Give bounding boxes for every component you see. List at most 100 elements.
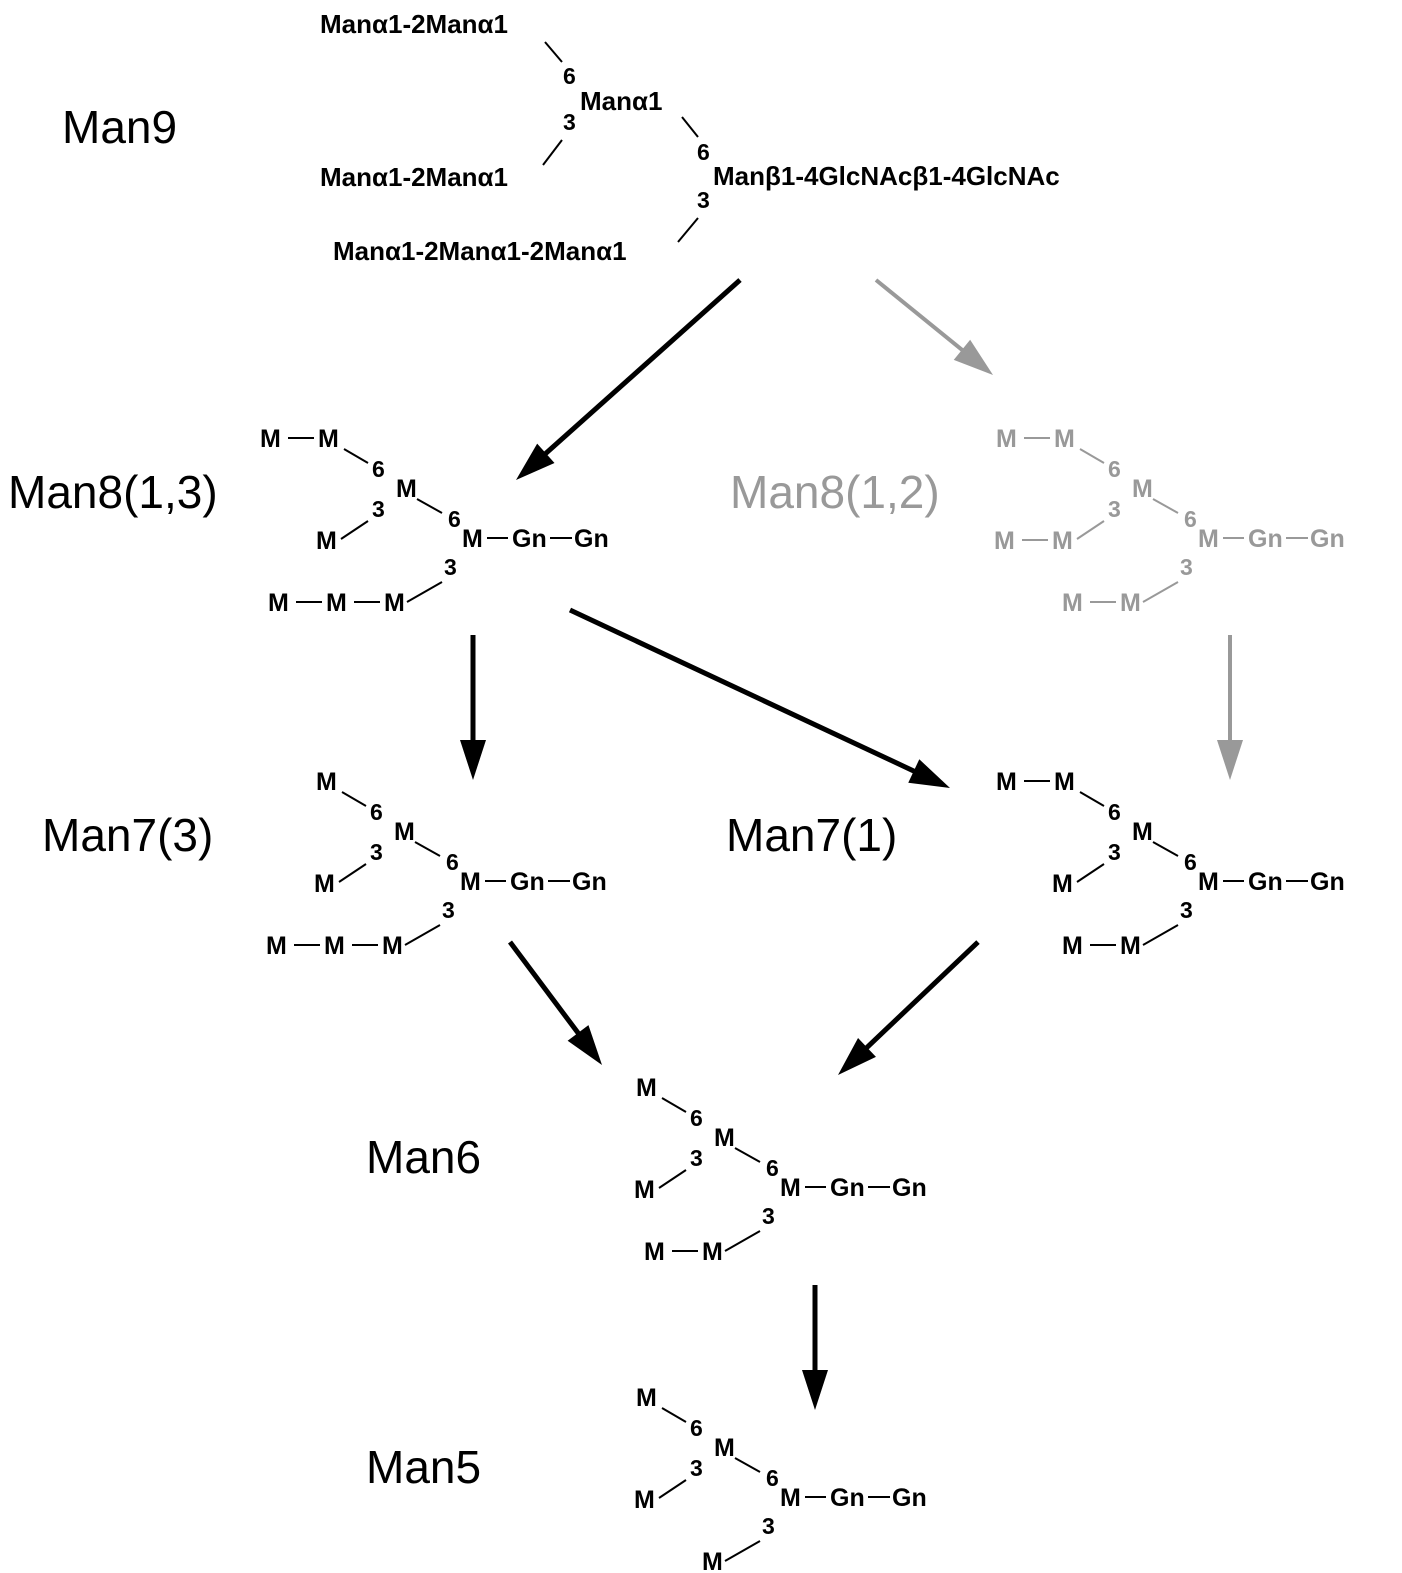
mannose: M	[1120, 589, 1141, 617]
mannose: M	[316, 768, 337, 796]
link-6: 6	[1184, 506, 1197, 532]
man9-link-3b: 3	[697, 187, 710, 213]
mannose-core: M	[780, 1174, 801, 1202]
man9-link-6b: 6	[697, 139, 710, 165]
mannose: M	[1052, 870, 1073, 898]
man9-structure: Manα1-2Manα1 6 Manα1 3 Manα1-2Manα1 6 Ma…	[320, 9, 1060, 266]
bond-line	[416, 498, 443, 514]
man9-bond	[681, 116, 699, 138]
glcnac: Gn	[892, 1174, 927, 1202]
link-3: 3	[690, 1145, 703, 1171]
mannose: M	[382, 932, 403, 960]
mannose-branch: M	[396, 475, 417, 503]
bond-line	[1152, 841, 1179, 857]
glcnac: Gn	[892, 1484, 927, 1512]
glcnac: Gn	[1248, 868, 1283, 896]
bond-line	[734, 1457, 761, 1473]
label-man8-12: Man8(1,2)	[730, 466, 940, 518]
bond-line	[724, 1230, 761, 1252]
man9-core-mannose: Manα1	[580, 86, 662, 116]
glcnac: Gn	[830, 1174, 865, 1202]
arrow-man8-13-to-man7-3	[460, 635, 486, 780]
mannose: M	[326, 589, 347, 617]
man9-link-3a: 3	[563, 109, 576, 135]
bond-line	[661, 1097, 687, 1113]
arrow-man6-to-man5	[802, 1285, 828, 1410]
glcnac: Gn	[512, 525, 547, 553]
link-6: 6	[690, 1415, 703, 1441]
label-man7-1: Man7(1)	[726, 809, 897, 861]
bond-line	[661, 1407, 687, 1423]
link-6: 6	[370, 799, 383, 825]
link-6: 6	[446, 849, 459, 875]
glcnac: Gn	[1310, 525, 1345, 553]
link-6: 6	[690, 1105, 703, 1131]
mannose: M	[994, 527, 1015, 555]
arrow-head	[516, 443, 555, 480]
glcnac: Gn	[1248, 525, 1283, 553]
link-3: 3	[442, 897, 455, 923]
link-3: 3	[690, 1455, 703, 1481]
mannose: M	[1052, 527, 1073, 555]
mannose: M	[636, 1074, 657, 1102]
link-6: 6	[766, 1465, 779, 1491]
mannose-core: M	[460, 868, 481, 896]
arrow-shaft	[568, 607, 919, 775]
mannose: M	[314, 870, 335, 898]
arrow-man7-3-to-man6	[507, 940, 602, 1065]
man9-branch-a: Manα1-2Manα1	[320, 9, 508, 39]
link-3: 3	[372, 496, 385, 522]
mannose: M	[636, 1384, 657, 1412]
link-3: 3	[444, 554, 457, 580]
label-man9: Man9	[62, 101, 177, 153]
arrow-man8-12-to-man7-1	[1217, 635, 1243, 780]
bond-line	[1076, 863, 1105, 883]
glcnac: Gn	[830, 1484, 865, 1512]
bond-line	[406, 581, 443, 603]
man9-core-chain: Manβ1-4GlcNAcβ1-4GlcNAc	[713, 161, 1060, 191]
arrow-man9-to-man8-12	[874, 278, 993, 375]
bond-line	[724, 1540, 761, 1562]
arrow-shaft	[507, 940, 583, 1038]
man9-branch-c: Manα1-2Manα1-2Manα1	[333, 236, 627, 266]
bond-line	[340, 520, 369, 540]
arrow-shaft	[874, 278, 967, 354]
bond-line	[343, 448, 369, 464]
mannose-branch: M	[714, 1124, 735, 1152]
mannose: M	[1054, 768, 1075, 796]
glcnac: Gn	[574, 525, 609, 553]
bond-line	[1076, 520, 1105, 540]
mannose-branch: M	[1132, 818, 1153, 846]
mannose: M	[316, 527, 337, 555]
mannose: M	[318, 425, 339, 453]
man9-bond	[544, 41, 563, 63]
label-man6: Man6	[366, 1131, 481, 1183]
arrow-head	[567, 1025, 602, 1065]
mannose-branch: M	[394, 818, 415, 846]
link-3: 3	[1180, 897, 1193, 923]
link-6: 6	[448, 506, 461, 532]
link-6: 6	[1108, 799, 1121, 825]
bond-line	[658, 1169, 687, 1189]
glcnac: Gn	[510, 868, 545, 896]
link-6: 6	[1108, 456, 1121, 482]
mannose: M	[996, 768, 1017, 796]
mannose: M	[634, 1486, 655, 1514]
bond-line	[338, 863, 367, 883]
mannose: M	[1054, 425, 1075, 453]
link-3: 3	[1108, 496, 1121, 522]
mannose-core: M	[1198, 525, 1219, 553]
arrow-head	[838, 1038, 876, 1075]
label-man5: Man5	[366, 1441, 481, 1493]
bond-line	[341, 791, 367, 807]
mannose: M	[1062, 932, 1083, 960]
link-6: 6	[372, 456, 385, 482]
arrow-head	[802, 1370, 828, 1410]
